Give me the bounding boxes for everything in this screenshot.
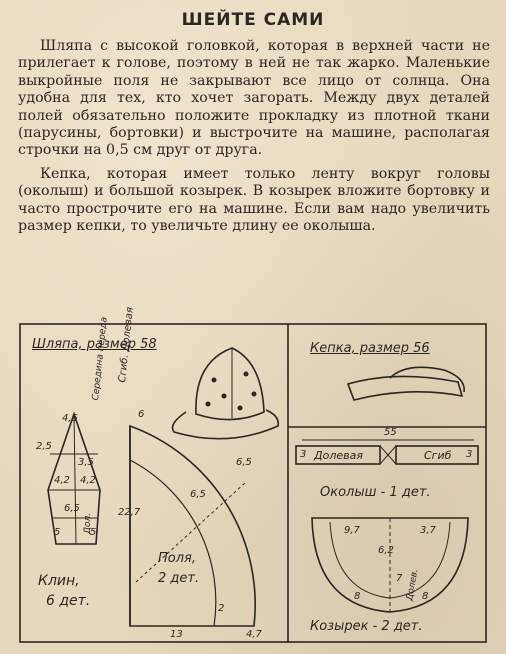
band-length: 55 <box>384 427 397 438</box>
visor-dim-top-left: 9,7 <box>344 525 360 536</box>
visor-caption: Козырек - 2 дет. <box>310 619 423 634</box>
visor-drawing <box>346 375 464 401</box>
wedge-center-line <box>73 413 77 545</box>
hat-brim-drawing <box>171 409 280 440</box>
band-left-piece <box>295 445 381 465</box>
brim-dim-top: 6 <box>138 409 145 420</box>
brim-dim-small: 2 <box>218 603 225 614</box>
visor-dim-left-bottom: 8 <box>354 591 361 602</box>
visor-dim-top-right: 3,7 <box>420 525 436 536</box>
band-left-end: 3 <box>300 449 307 460</box>
brim-dim-mid1: 6,5 <box>190 489 206 500</box>
wedge-dim: 4,5 <box>62 413 78 424</box>
band-label: Долевая <box>314 449 363 462</box>
visor-dim-mid: 7 <box>396 573 403 584</box>
article-body: Шляпа с высокой головкой, которая в верх… <box>18 38 490 241</box>
brim-dim-mid2: 6,5 <box>236 457 252 468</box>
brim-dim-bottom: 13 <box>170 629 183 640</box>
paragraph-hat: Шляпа с высокой головкой, которая в верх… <box>18 38 490 159</box>
hat-heading: Шляпа, размер 58 <box>32 337 157 352</box>
brim-dim-side: 22,7 <box>118 507 141 518</box>
pattern-drawing <box>19 323 487 643</box>
brim-caption-1: Поля, <box>158 551 196 566</box>
hat-crown-drawing <box>195 347 265 421</box>
wedge-dim: 5 <box>54 527 61 538</box>
paragraph-cap: Кепка, которая имеет только ленту вокруг… <box>18 165 490 235</box>
wedge-caption-1: Клин, <box>38 573 80 589</box>
brim-caption-2: 2 дет. <box>158 571 200 586</box>
pattern-figure: Шляпа, размер 58 Клин, 6 дет. Сгиб. Доле… <box>18 307 490 646</box>
visor-dim-right-bottom: 8 <box>422 591 429 602</box>
band-fold: Сгиб <box>424 449 452 462</box>
band-caption: Околыш - 1 дет. <box>320 485 431 500</box>
wedge-dim: 4,2 <box>54 475 70 486</box>
band-drawing <box>389 366 465 393</box>
visor-dim-center: 6,2 <box>378 545 394 556</box>
band-right-piece <box>395 445 479 465</box>
wedge-dim: 6,5 <box>64 503 80 514</box>
wedge-dim: 3,5 <box>78 457 94 468</box>
wedge-caption-2: 6 дет. <box>46 593 91 609</box>
article-title: ШЕЙТЕ САМИ <box>181 10 325 30</box>
brim-outline <box>129 424 257 627</box>
wedge-dim: 4,2 <box>80 475 96 486</box>
figure-frame <box>19 323 487 643</box>
cap-heading: Кепка, размер 56 <box>310 341 430 356</box>
brim-dim-corner: 4,7 <box>246 629 262 640</box>
wedge-dim: 2,5 <box>36 441 52 452</box>
wedge-dim: 5 <box>90 527 97 538</box>
band-right-end: 3 <box>466 449 473 460</box>
